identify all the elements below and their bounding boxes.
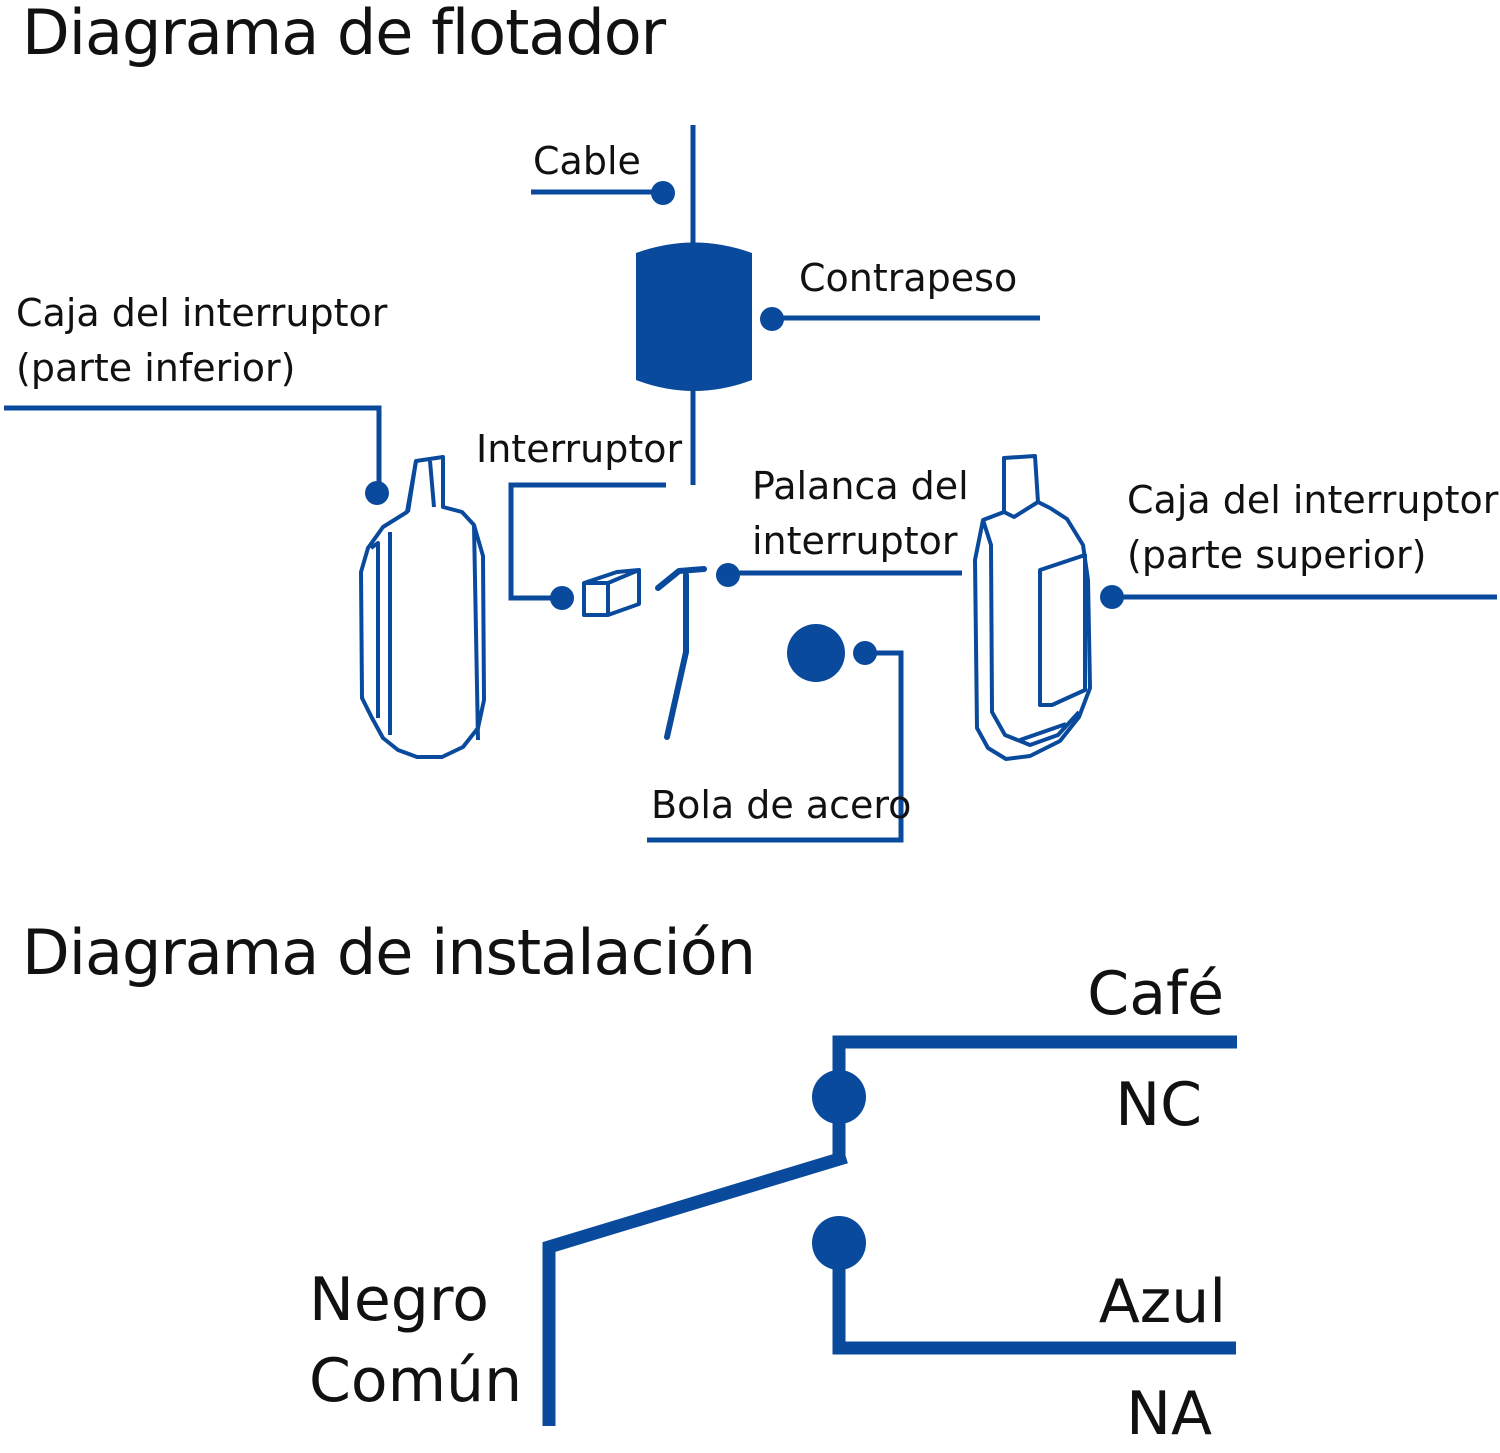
steel-ball [787,624,845,682]
upper-case-dot [1100,585,1124,609]
lower-case-label-line1: Caja del interruptor [16,291,388,335]
upper-case-label: Caja del interruptor (parte superior) [1127,473,1498,583]
lever-label-line2: interruptor [752,519,958,564]
lower-case-dot [365,481,389,505]
steel-ball-dot [853,641,877,665]
na-label: NA [1126,1379,1212,1449]
brown-wire-label: Café [1087,959,1224,1029]
lower-switch-case [359,455,486,759]
nc-contact [812,1070,866,1124]
upper-case-label-line1: Caja del interruptor [1127,478,1499,522]
counterweight-dot [760,307,784,331]
common-wire [542,1150,848,1426]
lever-label: Palanca del interruptor [752,459,969,569]
cable-label: Cable [533,139,641,183]
counterweight-label: Contrapeso [799,256,1018,300]
blue-wire [832,1245,1236,1355]
lower-case-leader [4,405,382,493]
counterweight-shape [636,242,752,391]
steel-ball-label: Bola de acero [651,783,912,827]
lower-case-label: Caja del interruptor (parte inferior) [16,286,387,396]
switch-leader [508,482,666,601]
upper-switch-case [973,454,1092,761]
cable-dot [651,181,675,205]
upper-case-label-line2: (parte superior) [1127,533,1427,578]
common-label: Común [309,1346,523,1416]
blue-wire-label: Azul [1098,1267,1226,1337]
switch-label: Interruptor [476,427,683,471]
float-diagram-title: Diagrama de flotador [22,0,666,69]
lower-case-label-line2: (parte inferior) [16,346,296,391]
switch-block [582,568,641,617]
nc-label: NC [1115,1070,1202,1140]
steel-ball-leader [647,650,904,843]
na-contact [812,1216,866,1270]
switch-dot [550,586,574,610]
lever-dot [716,563,740,587]
lever-label-line1: Palanca del [752,464,969,508]
black-wire-label: Negro [309,1265,489,1335]
install-diagram-title: Diagrama de instalación [22,916,756,989]
switch-lever [655,566,707,740]
